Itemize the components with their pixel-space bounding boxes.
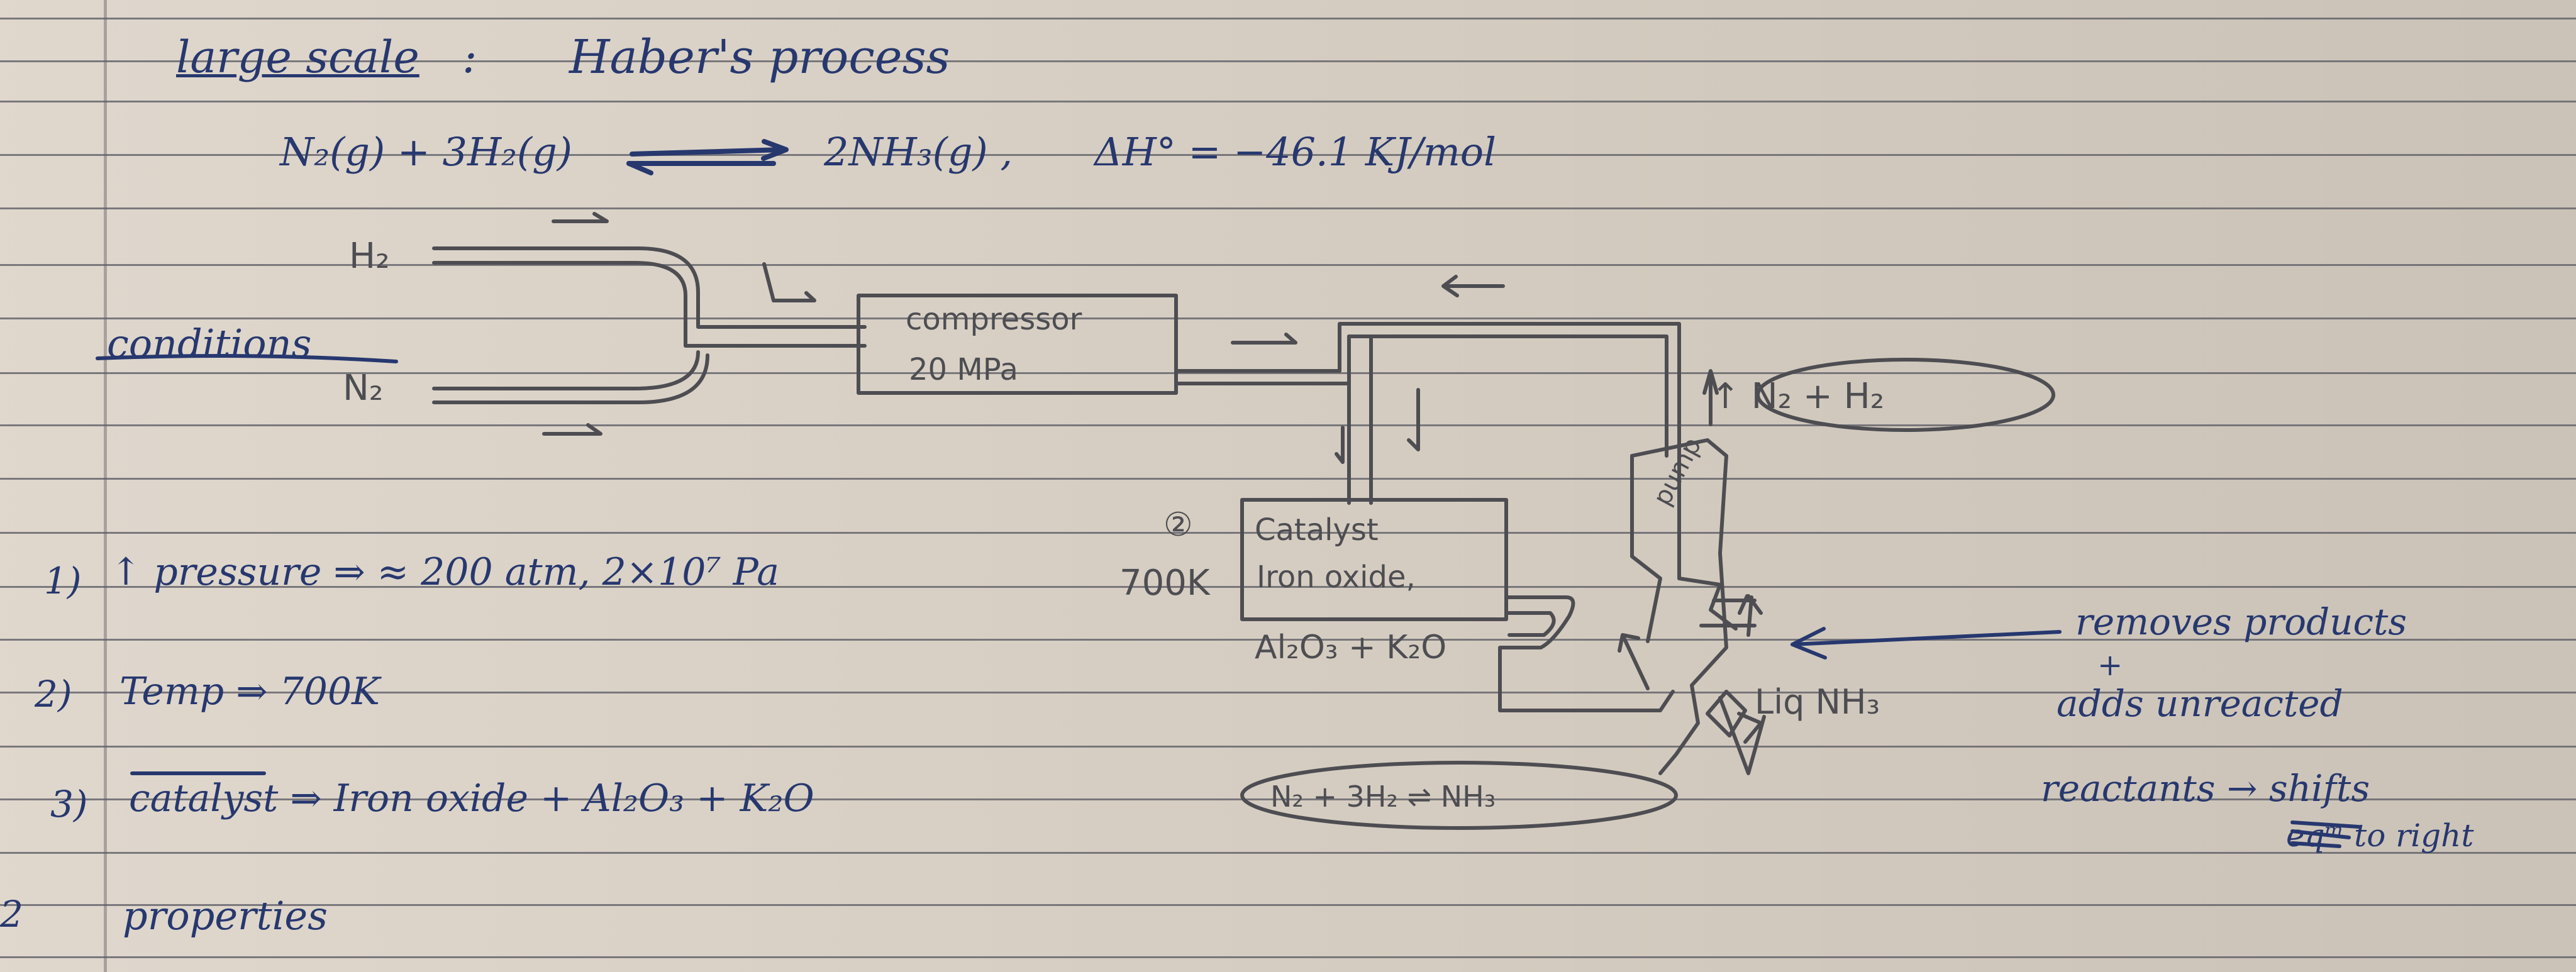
pump-inner (1677, 454, 1738, 631)
rule-line (0, 207, 2576, 209)
rule-line (0, 372, 2576, 374)
compressor-to-catalyst-pipe-inner (1174, 334, 1668, 458)
rule-line (0, 798, 2576, 800)
pump-up-arrow (1738, 594, 1763, 637)
diagram-recycle-label: ↑ N₂ + H₂ (1711, 376, 1885, 417)
recycle-gas-outline (1756, 358, 2055, 432)
properties-number: 2 (0, 893, 23, 936)
h2-pipe-inner (432, 261, 867, 348)
compressor-out-arrow (1231, 333, 1297, 345)
catalyst-line1: Catalyst (1255, 512, 1379, 548)
diagram-n2-label: N₂ (343, 368, 384, 409)
annotation-arrow (1790, 627, 2062, 660)
rule-line (0, 154, 2576, 156)
catalyst-box (1240, 498, 1508, 621)
diagram-compressor-label: compressor (906, 302, 1082, 337)
condition-number-2: 2) (35, 673, 72, 715)
rule-line (0, 424, 2576, 426)
heading-colon: : (462, 31, 477, 83)
cooler-pipe-inner (1504, 611, 1556, 637)
downflow-arrows (1335, 388, 1420, 464)
rule-line (0, 264, 2576, 266)
equation-products: 2NH₃(g) , (824, 129, 1013, 175)
h2-flow-arrow (552, 212, 609, 223)
rule-line (0, 904, 2576, 906)
h2-pipe (432, 246, 867, 329)
pump-body-left (1630, 454, 1662, 643)
equilibrium-arrowhead-left (626, 161, 653, 175)
properties-label: properties (123, 893, 328, 939)
diagram-temperature-label: 700K (1119, 563, 1210, 604)
compressor-box (857, 294, 1178, 395)
merge-flow-arrow (762, 262, 816, 302)
catalyst-line2: Iron oxide, (1257, 560, 1416, 595)
recycle-up-arrow (1702, 369, 1719, 426)
pump-outlet (1699, 599, 1757, 627)
rule-line (0, 318, 2576, 319)
rule-line (0, 18, 2576, 19)
heading-title: Haber's process (569, 30, 950, 84)
n2-flow-arrow (542, 423, 602, 436)
catalyst-line3: Al₂O₃ + K₂O (1255, 629, 1447, 666)
equilibrium-outline (1240, 761, 1678, 830)
rule-line (0, 586, 2576, 588)
annotation-line-1: removes products (2075, 600, 2407, 643)
feed-down-pipe (1347, 334, 1373, 505)
annotation-plus: + (2097, 648, 2123, 683)
heading-label: large scale (176, 31, 419, 83)
diagram-pressure-label: 20 MPa (909, 352, 1018, 387)
annotation-line-3: reactants → shifts (2041, 767, 2370, 810)
eq-strike-marks (2290, 820, 2360, 848)
annotation-line-2: adds unreacted (2057, 682, 2343, 725)
pump-body-right (1630, 438, 1728, 775)
annotation-line-4: eqᵐ to right (2286, 817, 2474, 854)
condition-text-2: Temp ⇒ 700K (119, 670, 380, 714)
catalyst-number-label: ② (1163, 506, 1193, 544)
rule-line (0, 532, 2576, 534)
conditions-heading: conditions (107, 321, 312, 367)
conditions-underline (96, 354, 398, 363)
n2-pipe-inner (432, 353, 709, 404)
condition-text-1: ↑ pressure ⇒ ≈ 200 atm, 2×10⁷ Pa (110, 550, 780, 594)
equilibrium-arrow-top (630, 147, 786, 157)
rule-line (0, 852, 2576, 854)
equilibrium-arrowhead-right (761, 139, 789, 161)
condition-text-3: catalyst ⇒ Iron oxide + Al₂O₃ + K₂O (129, 776, 814, 820)
equation-reactants: N₂(g) + 3H₂(g) (280, 129, 572, 175)
condition-number-1: 1) (44, 560, 82, 602)
rule-line (0, 746, 2576, 748)
diagram-equilibrium-label: N₂ + 3H₂ ⇌ NH₃ (1270, 780, 1496, 814)
cooler-arrow (1618, 633, 1650, 690)
rule-line (0, 639, 2576, 641)
diagram-liquid-label: Liq NH₃ (1755, 682, 1880, 722)
liquid-flow-line (1718, 696, 1766, 775)
condition-number-3: 3) (50, 783, 88, 826)
compressor-to-catalyst-pipe (1174, 322, 1681, 458)
equation-enthalpy: ΔH° = −46.1 KJ/mol (1094, 129, 1496, 175)
margin-line (104, 0, 107, 972)
rule-line (0, 60, 2576, 62)
rule-line (0, 478, 2576, 480)
rule-line (0, 956, 2576, 958)
cooler-pipe (1498, 595, 1675, 712)
diagram-h2-label: H₂ (349, 236, 390, 277)
rule-line (0, 692, 2576, 693)
n2-pipe (432, 350, 700, 390)
recycle-arrow (1441, 275, 1505, 297)
rule-line (0, 101, 2576, 102)
